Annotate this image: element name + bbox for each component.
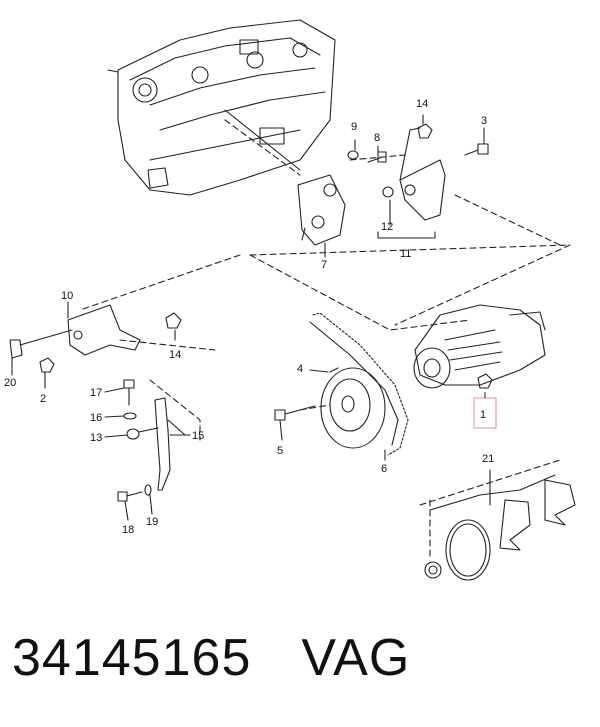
washer-16 — [123, 412, 137, 420]
bolt-5 — [274, 405, 316, 421]
callout-6: 6 — [381, 463, 387, 475]
callout-3: 3 — [481, 115, 487, 127]
callout-8: 8 — [374, 132, 380, 144]
callout-2: 2 — [40, 393, 46, 405]
leader-lines — [11, 114, 491, 521]
washer-9 — [347, 150, 359, 160]
callout-16: 16 — [90, 412, 102, 424]
callout-21: 21 — [482, 453, 494, 465]
callout-13: 13 — [90, 432, 102, 444]
brand-name: VAG — [301, 629, 411, 687]
part-13 — [126, 427, 159, 440]
callout-17: 17 — [90, 387, 102, 399]
nut-14-top — [417, 123, 433, 139]
bolt-3 — [464, 143, 489, 156]
callout-19: 19 — [146, 516, 158, 528]
callout-1: 1 — [480, 409, 486, 421]
callout-14-top: 14 — [416, 98, 428, 110]
callout-4: 4 — [297, 363, 303, 375]
callout-15: 15 — [192, 430, 204, 442]
assembly-guide-lines — [79, 119, 571, 561]
bolt-20 — [9, 329, 73, 359]
part-footer: 34145165 VAG — [12, 628, 410, 708]
belt-6 — [309, 312, 409, 456]
cylinder-head-drawing — [107, 19, 336, 196]
bolt-8 — [367, 151, 387, 163]
callout-7: 7 — [321, 259, 327, 271]
part-number: 34145165 — [12, 629, 252, 687]
callout-20: 20 — [4, 377, 16, 389]
tensioner-bracket-11 — [377, 127, 446, 239]
seal-kit-21 — [424, 474, 576, 581]
callout-18: 18 — [122, 524, 134, 536]
callout-14-left: 14 — [169, 349, 181, 361]
exploded-parts-diagram: 1 2 3 4 5 6 7 8 9 10 11 12 13 14 14 15 1… — [4, 19, 576, 581]
callout-10: 10 — [61, 290, 73, 302]
callout-12: 12 — [381, 221, 393, 233]
nut-14-left — [165, 312, 182, 329]
washer-19 — [144, 484, 152, 496]
callout-5: 5 — [277, 445, 283, 457]
bolt-17 — [123, 379, 135, 406]
water-pump-1 — [413, 304, 546, 389]
callout-11: 11 — [400, 248, 411, 260]
callout-9: 9 — [351, 121, 357, 133]
bolt-18 — [117, 491, 143, 502]
bracket-10 — [67, 304, 141, 356]
bracket-15 — [154, 397, 186, 491]
nut-2 — [39, 357, 55, 373]
pulley-4 — [320, 367, 386, 449]
mounting-bracket-7 — [297, 174, 346, 246]
